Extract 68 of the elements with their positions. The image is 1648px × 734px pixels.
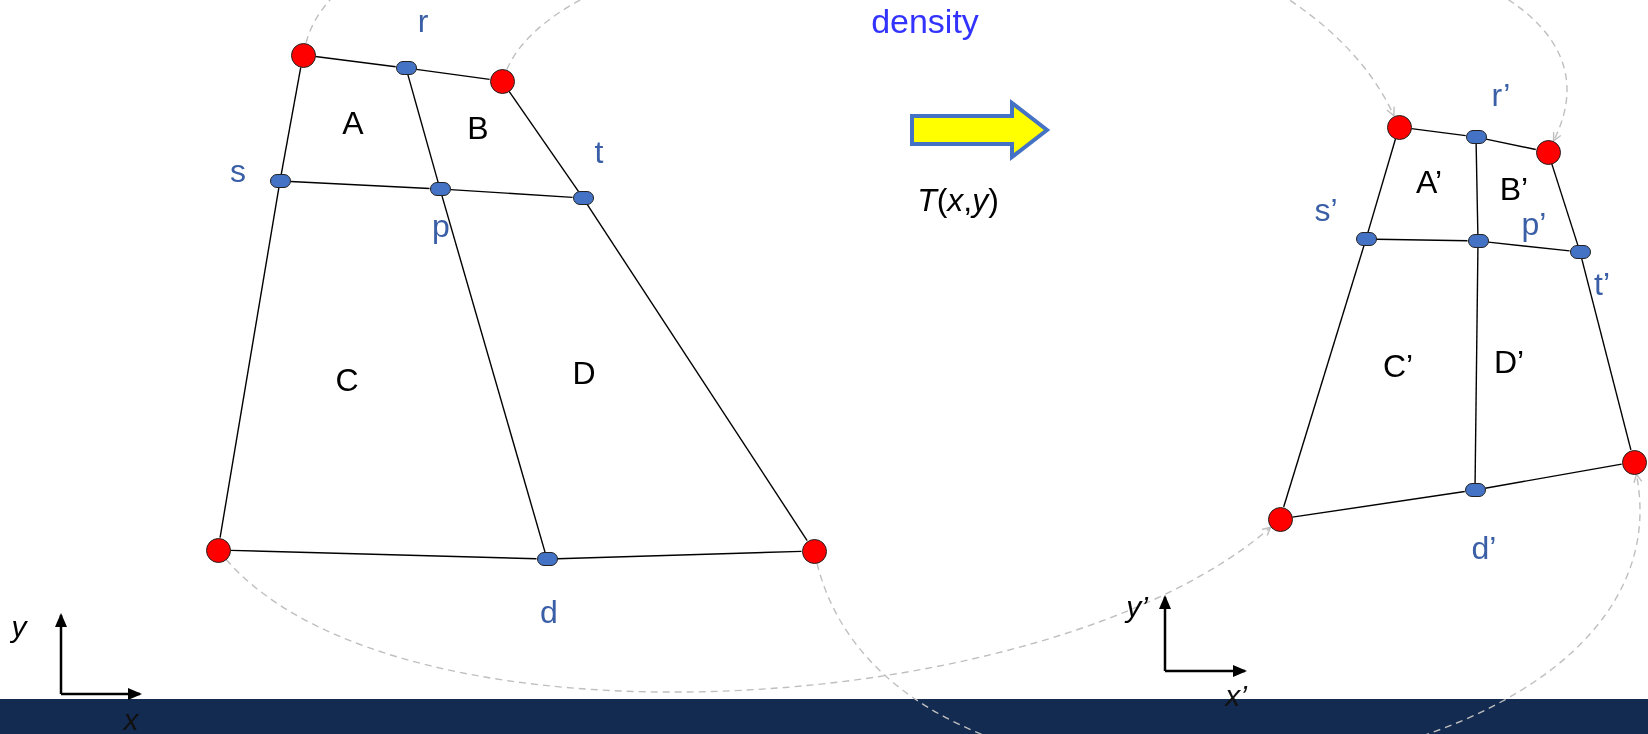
line	[1487, 241, 1571, 252]
point-label: t’	[1594, 268, 1610, 300]
line	[556, 550, 803, 560]
region-label: C	[335, 364, 359, 396]
line	[314, 55, 397, 68]
line	[1484, 463, 1623, 489]
grid-point	[1464, 483, 1486, 497]
corner-point	[1386, 114, 1412, 140]
axis-label: y	[11, 612, 27, 642]
corner-point	[290, 42, 316, 68]
point-label: d’	[1471, 532, 1497, 564]
line	[441, 195, 546, 553]
point-label: p’	[1521, 208, 1547, 240]
line	[1474, 247, 1479, 484]
line	[449, 188, 574, 199]
line	[1282, 245, 1365, 508]
point-label: r	[417, 5, 429, 37]
grid-point	[1355, 232, 1377, 246]
line	[1375, 238, 1469, 242]
line	[1485, 138, 1537, 151]
line	[280, 66, 302, 175]
axis-label: x	[123, 705, 139, 734]
line	[1291, 490, 1466, 518]
line	[1475, 143, 1479, 235]
region-label: D	[572, 357, 596, 389]
point-label: s’	[1314, 194, 1338, 226]
line	[1410, 127, 1467, 137]
region-label: C’	[1382, 350, 1414, 382]
region-label: A’	[1415, 166, 1443, 198]
point-label: p	[432, 210, 450, 242]
corner-point	[489, 68, 515, 94]
grid-point	[1569, 245, 1591, 259]
axis-label: y’	[1126, 592, 1148, 622]
dashed-arrow	[225, 526, 1272, 692]
line	[1551, 163, 1579, 246]
corner-point	[801, 538, 827, 564]
line	[1367, 138, 1397, 233]
region-label: B	[467, 112, 489, 144]
grid-point	[269, 174, 291, 188]
grid-point	[395, 61, 417, 75]
point-label: r’	[1491, 79, 1511, 111]
point-label: d	[540, 596, 558, 628]
line	[508, 90, 580, 193]
region-label: D’	[1493, 346, 1525, 378]
dashed-arrow	[506, 0, 1567, 142]
grid-point	[536, 552, 558, 566]
corner-point	[205, 537, 231, 563]
region-label: A	[342, 107, 364, 139]
grid-point	[429, 182, 451, 196]
corner-point	[1267, 506, 1293, 532]
corner-point	[1535, 139, 1561, 165]
line	[415, 68, 491, 80]
line	[229, 549, 538, 560]
corner-point	[1621, 449, 1647, 475]
region-label: B’	[1499, 173, 1529, 205]
point-label: s	[230, 155, 246, 187]
grid-point	[572, 191, 594, 205]
line	[219, 187, 280, 539]
grid-point	[1467, 234, 1489, 248]
point-label: t	[594, 136, 604, 168]
dashed-arrow	[816, 473, 1641, 734]
grid-point	[1465, 130, 1487, 144]
transform-label: T(x,y)	[917, 184, 999, 216]
title-label: density	[871, 4, 979, 38]
dashed-arrow	[305, 0, 1395, 117]
line	[407, 74, 439, 183]
line	[289, 180, 431, 190]
line	[1581, 258, 1632, 451]
